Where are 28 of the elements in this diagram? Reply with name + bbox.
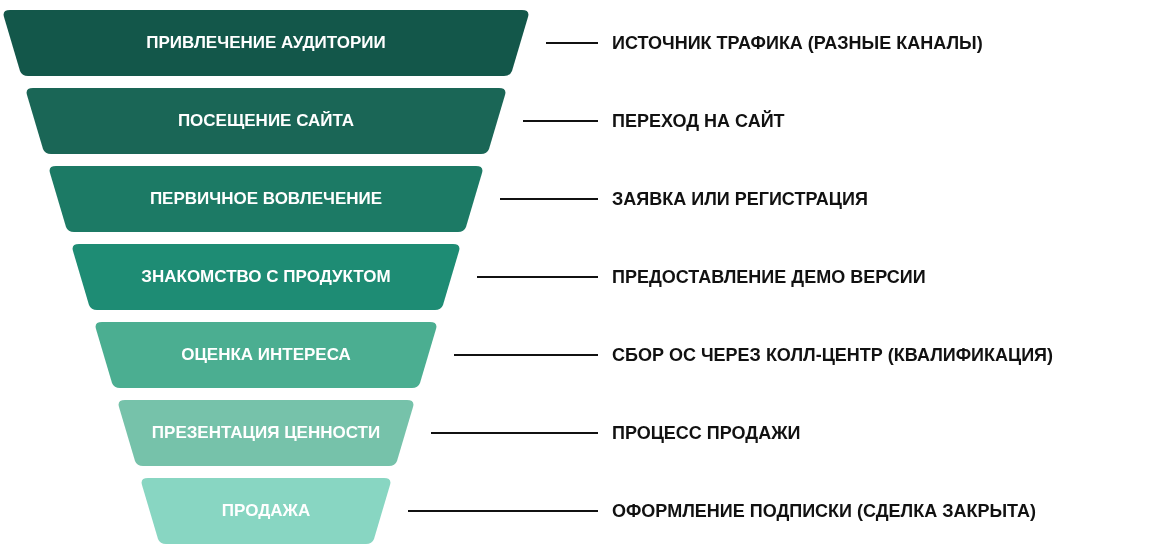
funnel-stage [94,322,438,388]
stage-label: ЗНАКОМСТВО С ПРОДУКТОМ [141,266,391,289]
funnel-stage [140,478,392,544]
funnel-stage [117,400,415,466]
leader-line [545,42,599,44]
stage-label: ПЕРВИЧНОЕ ВОВЛЕЧЕНИЕ [149,188,383,211]
leader-line [499,198,599,200]
stage-description: ПРЕДОСТАВЛЕНИЕ ДЕМО ВЕРСИИ [612,262,926,292]
leader-line [476,276,599,278]
leader-line [430,432,599,434]
funnel-stage [71,244,461,310]
stage-label: ПРЕЗЕНТАЦИЯ ЦЕННОСТИ [151,422,381,445]
funnel-stage [2,10,530,76]
stage-description: ПРОЦЕСС ПРОДАЖИ [612,418,801,448]
funnel-stage [25,88,507,154]
stage-label: ОЦЕНКА ИНТЕРЕСА [181,344,351,367]
stage-description: ЗАЯВКА ИЛИ РЕГИСТРАЦИЯ [612,184,868,214]
stage-description: ИСТОЧНИК ТРАФИКА (РАЗНЫЕ КАНАЛЫ) [612,28,983,58]
leader-line [522,120,599,122]
stage-description: СБОР ОС ЧЕРЕЗ КОЛЛ-ЦЕНТР (КВАЛИФИКАЦИЯ) [612,340,1053,370]
stage-label: ПОСЕЩЕНИЕ САЙТА [177,110,355,133]
stage-description: ПЕРЕХОД НА САЙТ [612,106,785,136]
leader-line [407,510,599,512]
funnel-stage [48,166,484,232]
stage-label: ПРИВЛЕЧЕНИЕ АУДИТОРИИ [146,32,386,55]
stage-description: ОФОРМЛЕНИЕ ПОДПИСКИ (СДЕЛКА ЗАКРЫТА) [612,496,1036,526]
leader-line [453,354,599,356]
stage-label: ПРОДАЖА [221,500,311,523]
